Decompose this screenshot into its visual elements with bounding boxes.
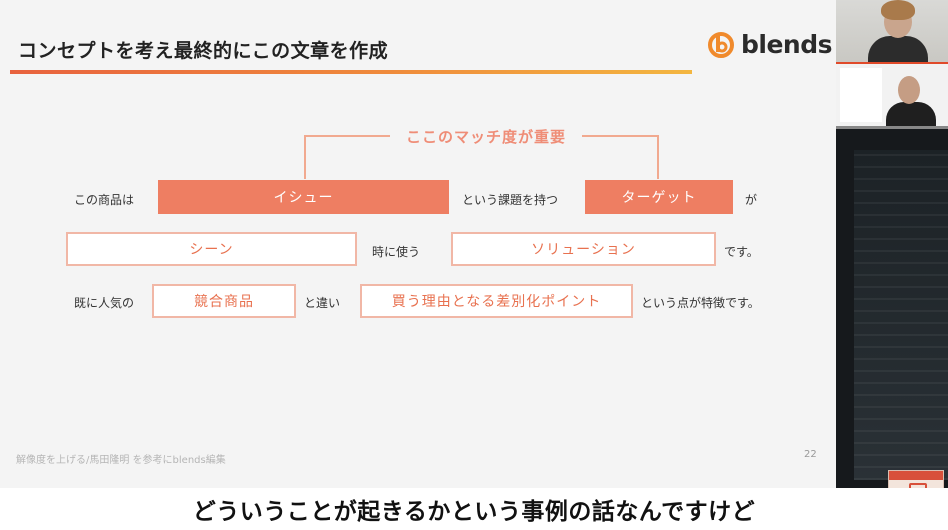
speaker-1-nameplate-bar <box>836 62 948 65</box>
row3-tail-text: という点が特徴です。 <box>641 296 760 310</box>
blends-logo: blends <box>707 30 833 59</box>
speaker-1-hair <box>881 0 915 20</box>
title-underline <box>10 70 692 74</box>
issue-box: イシュー <box>158 180 449 214</box>
row1-tail-text: が <box>745 193 758 207</box>
webcam-sidebar <box>836 0 948 488</box>
differentiation-box: 買う理由となる差別化ポイント <box>360 284 633 318</box>
speaker-1-figure <box>868 36 928 62</box>
match-importance-label: ここのマッチ度が重要 <box>405 128 566 146</box>
speaker-2-nameplate-bar <box>836 126 948 129</box>
caption-text: どういうことが起きるかという事例の話なんですけど <box>192 499 756 525</box>
row2-tail-text: です。 <box>724 245 759 259</box>
speaker-2-figure <box>886 102 936 126</box>
speaker-2-face <box>898 76 920 104</box>
row3-mid-text: と違い <box>304 296 341 310</box>
row1-mid-text: という課題を持つ <box>462 193 559 207</box>
target-box: ターゲット <box>585 180 733 214</box>
competitor-box: 競合商品 <box>152 284 296 318</box>
promo-header-bar <box>889 471 943 480</box>
speaker-video-2 <box>836 64 948 126</box>
caption-bar: どういうことが起きるかという事例の話なんですけど <box>0 488 948 530</box>
row3-lead-text: 既に人気の <box>74 296 135 310</box>
match-connector <box>304 135 659 179</box>
presentation-slide: コンセプトを考え最終的にこの文章を作成 blends ここのマッチ度が重要 この… <box>0 0 836 488</box>
row1-lead-text: この商品は <box>74 193 135 207</box>
slide-title: コンセプトを考え最終的にこの文章を作成 <box>18 40 389 62</box>
page-number: 22 <box>804 449 817 460</box>
row2-mid-text: 時に使う <box>372 245 421 259</box>
source-note: 解像度を上げる/馬田隆明 を参考にblends編集 <box>16 455 226 466</box>
logo-text: blends <box>741 30 833 59</box>
scene-box: シーン <box>66 232 357 266</box>
speaker-video-1 <box>836 0 948 62</box>
solution-box: ソリューション <box>451 232 716 266</box>
speaker-2-name-card <box>840 68 882 122</box>
blends-logo-icon <box>708 31 734 58</box>
